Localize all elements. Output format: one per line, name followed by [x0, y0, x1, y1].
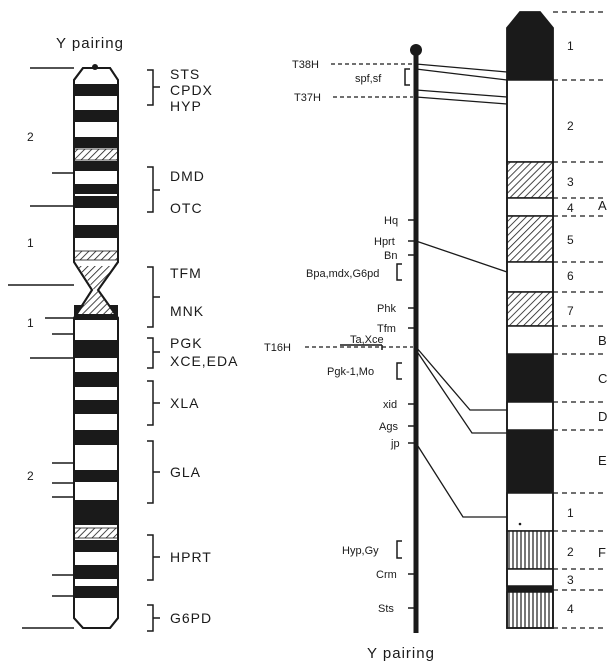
gene-label-cpdx: CPDX	[170, 82, 213, 98]
linkage-map-bottom-label: Y pairing	[367, 645, 435, 662]
right-band-number: 1	[567, 39, 574, 53]
locus-jp: jp	[390, 438, 400, 450]
gene-label-g6pd: G6PD	[170, 610, 212, 626]
right-chromosome-ideogram	[507, 12, 553, 628]
region-letter-c: C	[598, 371, 607, 386]
locus-pgk1-mo: Pgk-1,Mo	[327, 366, 374, 378]
gene-label-dmd: DMD	[170, 168, 205, 184]
right-chromosome-tip	[507, 12, 553, 80]
locus-brackets	[340, 69, 410, 558]
gene-label-gla: GLA	[170, 464, 201, 480]
left-hatched-band	[74, 528, 118, 538]
left-arm-label: 1	[27, 316, 34, 330]
right-vertical-hatch-band	[507, 592, 553, 628]
gene-group-brackets	[147, 70, 160, 631]
right-band-number: 2	[567, 119, 574, 133]
right-band-dot	[519, 523, 522, 526]
right-band-boundaries	[553, 12, 605, 628]
right-band-number: 3	[567, 175, 574, 189]
gene-label-hyp: HYP	[170, 98, 202, 114]
left-ideogram-title: Y pairing	[56, 35, 124, 52]
left-tick-lines	[8, 68, 74, 628]
right-band-number: 5	[567, 233, 574, 247]
right-band-number: 4	[567, 201, 574, 215]
locus-xid: xid	[383, 399, 397, 411]
gene-label-tfm: TFM	[170, 265, 202, 281]
locus-hyp-gy: Hyp,Gy	[342, 545, 379, 557]
left-arm-label: 2	[27, 130, 34, 144]
left-chromosome-ideogram	[74, 64, 118, 628]
translocation-lines	[305, 64, 413, 347]
right-band-number: 7	[567, 304, 574, 318]
locus-hq: Hq	[384, 215, 398, 227]
gene-label-pgk: PGK	[170, 335, 203, 351]
right-band-number: 6	[567, 269, 574, 283]
right-hatched-band	[507, 162, 553, 198]
translocation-t37h: T37H	[294, 92, 321, 104]
right-dark-band	[507, 354, 553, 402]
region-letter-d: D	[598, 409, 607, 424]
left-hatched-band	[74, 149, 118, 160]
right-band-number: 2	[567, 545, 574, 559]
locus-crm: Crm	[376, 569, 397, 581]
left-arm-label: 2	[27, 469, 34, 483]
gene-label-mnk: MNK	[170, 303, 204, 319]
locus-bpa-mdx-g6pd: Bpa,mdx,G6pd	[306, 268, 379, 280]
locus-ags: Ags	[379, 421, 398, 433]
translocation-t16h: T16H	[264, 342, 291, 354]
right-band-number: 4	[567, 602, 574, 616]
left-dark-bands	[74, 84, 118, 598]
gene-label-sts: STS	[170, 66, 200, 82]
linkage-map: T38H T37H T16H spf,sf Hq Hprt Bn	[264, 44, 507, 662]
translocation-t38h: T38H	[292, 59, 319, 71]
locus-spf-sf: spf,sf	[355, 73, 382, 85]
gene-label-hprt: HPRT	[170, 549, 212, 565]
left-arm-label: 1	[27, 236, 34, 250]
gene-label-otc: OTC	[170, 200, 203, 216]
connector-lines	[416, 64, 507, 517]
gene-label-xla: XLA	[170, 395, 199, 411]
right-band-number: 3	[567, 573, 574, 587]
region-letter-e: E	[598, 453, 607, 468]
right-band-number: 1	[567, 506, 574, 520]
locus-sts: Sts	[378, 603, 394, 615]
gene-label-xce-eda: XCE,EDA	[170, 353, 238, 369]
locus-phk: Phk	[377, 303, 396, 315]
linkage-map-centromere-dot	[410, 44, 422, 56]
region-letter-b: B	[598, 333, 607, 348]
region-letter-a: A	[598, 198, 607, 213]
right-hatched-band	[507, 292, 553, 326]
right-dark-band	[507, 430, 553, 493]
right-vertical-hatch-band	[507, 531, 553, 569]
locus-bn: Bn	[384, 250, 397, 262]
region-letter-f: F	[598, 545, 606, 560]
locus-hprt: Hprt	[374, 236, 395, 248]
left-centromere	[78, 266, 114, 314]
left-hatched-band	[74, 251, 118, 260]
left-telomere-dot	[92, 64, 98, 70]
locus-ta-xce: Ta,Xce	[350, 334, 384, 346]
right-hatched-band	[507, 216, 553, 262]
